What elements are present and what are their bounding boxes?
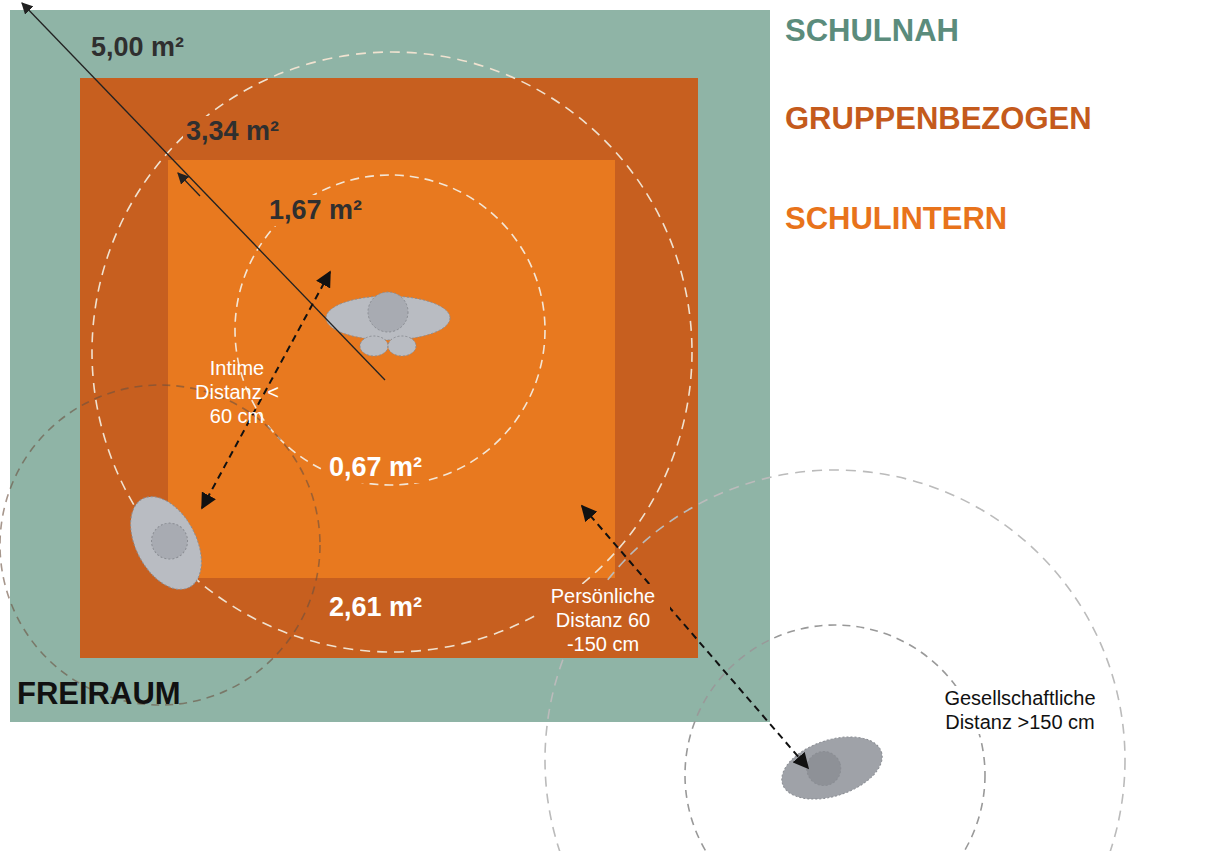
region-heading: FREIRAUM [15,675,183,712]
diagonal-arrow [22,3,385,380]
intimate-circle [235,175,545,485]
area-value: 1,67 m² [266,195,365,226]
gruppenbezogen-zone: 3,34 m² 2,61 m² 1,67 m² 0,67 m² [80,78,698,658]
zone-heading: SCHULNAH [783,12,961,49]
intimate-arrow [202,272,330,508]
person-circle [0,385,320,705]
person-circle [545,470,1125,851]
dimension-arrows [22,3,385,380]
area-value: 0,67 m² [326,452,425,483]
persons [116,292,890,811]
area-value: 3,34 m² [183,116,282,147]
distance-label: Persönliche Distanz 60 -150 cm [536,584,670,656]
distance-circles [0,52,1125,851]
person-figure [774,725,890,810]
person-figure [116,485,216,601]
diagonal-arrow [178,173,200,196]
distance-arrows [202,272,808,768]
zone-heading: GRUPPENBEZOGEN [783,100,1094,137]
person-figure [326,292,450,356]
area-value: 5,00 m² [88,32,187,63]
zone-heading: SCHULINTERN [783,200,1009,237]
distance-label: Intime Distanz < 60 cm [182,356,292,428]
personal-circle [92,52,692,652]
area-value: 2,61 m² [326,592,425,623]
social-arrow [582,506,808,768]
distance-label: Gesellschaftliche Distanz >150 cm [930,686,1110,734]
person-circle [685,625,985,851]
